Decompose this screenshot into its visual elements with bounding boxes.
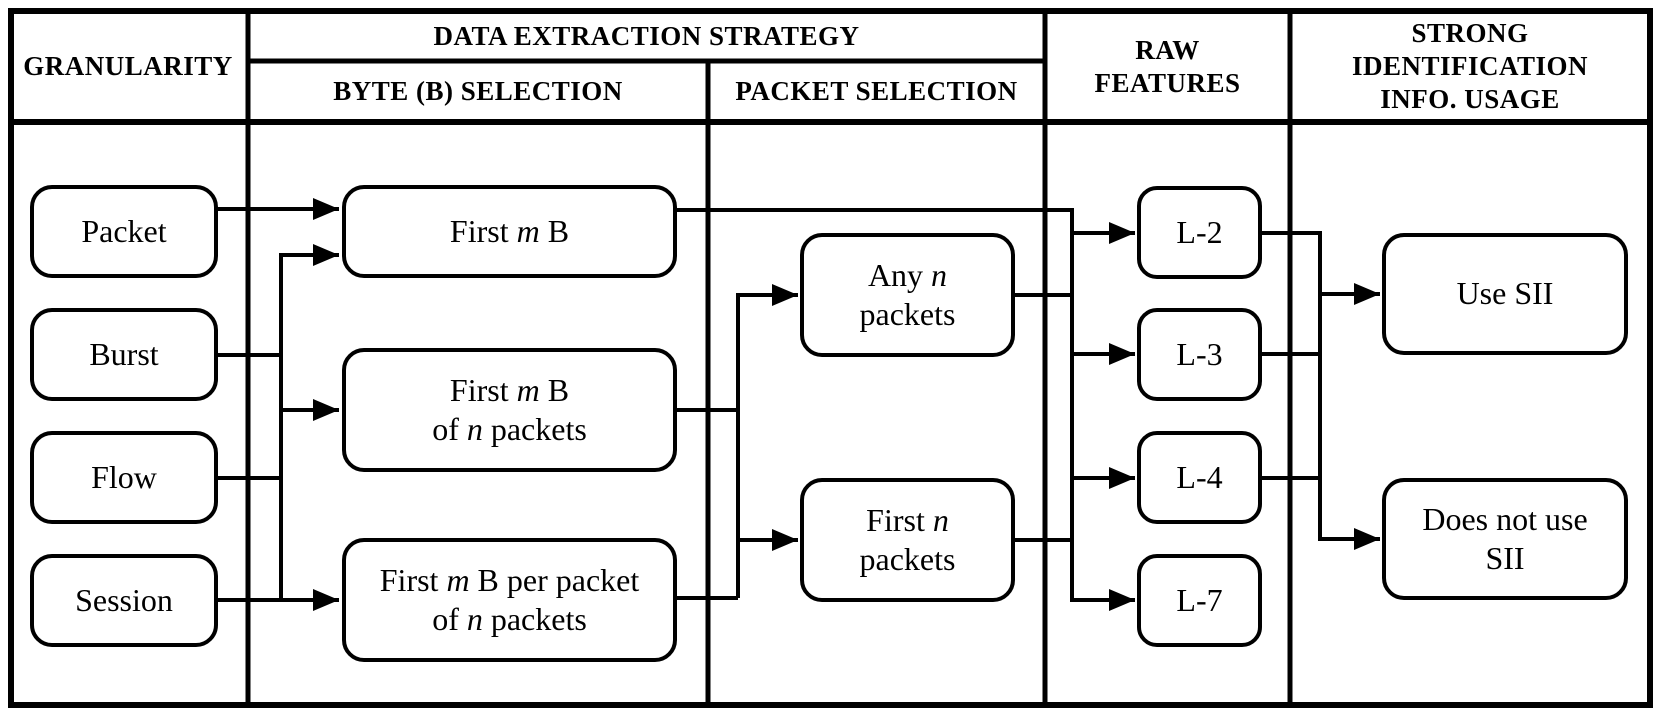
node-any-n-line2: packets [859, 296, 956, 332]
header-data-extraction-label: DATA EXTRACTION STRATEGY [433, 20, 860, 51]
node-any-n-line1: Any n [867, 256, 948, 293]
node-first-m-b-per-packet-of-n-packets: First m B per packet of n packets [342, 538, 677, 662]
bus-sii-with-arrow-to-does-not-use [1262, 231, 1380, 550]
header-strong-id-line1: STRONG [1411, 18, 1529, 49]
node-l7-label: L-7 [1176, 581, 1223, 618]
node-l4: L-4 [1137, 431, 1262, 524]
node-first-m-b-per-pkt-line1: First m B per packet [379, 561, 640, 598]
bus-raw-features-with-arrow-to-l7 [677, 208, 1135, 611]
node-flow-label: Flow [91, 458, 157, 495]
node-packet: Packet [30, 185, 218, 278]
node-l3: L-3 [1137, 308, 1262, 401]
node-first-n-line2: packets [859, 541, 956, 577]
node-packet-label: Packet [81, 212, 167, 249]
node-use-sii: Use SII [1382, 233, 1628, 355]
header-byte-selection-label: BYTE (B) SELECTION [333, 76, 623, 107]
node-first-m-b-of-n-line1: First m B [449, 371, 570, 408]
header-granularity-label: GRANULARITY [23, 51, 233, 82]
node-first-m-b: First m B [342, 185, 677, 278]
node-flow: Flow [30, 431, 218, 524]
node-session: Session [30, 554, 218, 647]
node-does-not-use-sii-line1: Does not use [1422, 500, 1588, 537]
header-data-extraction-strategy: DATA EXTRACTION STRATEGY [248, 11, 1045, 61]
header-packet-selection: PACKET SELECTION [708, 61, 1045, 122]
header-packet-selection-label: PACKET SELECTION [735, 76, 1018, 107]
header-raw-features-line2: FEATURES [1094, 67, 1241, 98]
header-strong-id-usage: STRONG IDENTIFICATION INFO. USAGE [1290, 11, 1650, 122]
node-burst-label: Burst [89, 335, 159, 372]
node-does-not-use-sii: Does not use SII [1382, 478, 1628, 600]
bus-packet-selection-with-arrow-to-any-n [736, 284, 798, 598]
node-l2-label: L-2 [1176, 213, 1223, 250]
outer-border [8, 8, 1653, 708]
node-first-m-b-per-pkt-line2: of n packets [432, 601, 587, 637]
node-use-sii-label: Use SII [1456, 275, 1554, 312]
node-l7: L-7 [1137, 554, 1262, 647]
node-any-n-packets: Any n packets [800, 233, 1015, 357]
node-l4-label: L-4 [1176, 458, 1223, 495]
node-does-not-use-sii-line2: SII [1485, 540, 1525, 576]
node-l3-label: L-3 [1176, 335, 1223, 372]
bus-granularity-with-arrow-to-first-m-b [279, 244, 339, 600]
node-burst: Burst [30, 308, 218, 401]
node-first-n-line1: First n [866, 501, 949, 538]
header-strong-id-line3: INFO. USAGE [1380, 83, 1560, 114]
node-first-m-b-of-n-packets: First m B of n packets [342, 348, 677, 472]
node-first-m-b-of-n-line2: of n packets [432, 411, 587, 447]
header-raw-features: RAW FEATURES [1045, 11, 1290, 122]
header-strong-id-line2: IDENTIFICATION [1351, 51, 1589, 82]
header-raw-features-line1: RAW [1135, 34, 1200, 65]
node-l2: L-2 [1137, 186, 1262, 279]
node-first-n-packets: First n packets [800, 478, 1015, 602]
header-byte-selection: BYTE (B) SELECTION [248, 61, 708, 122]
header-granularity: GRANULARITY [11, 11, 245, 122]
node-session-label: Session [75, 581, 173, 618]
node-first-m-b-label: First m B [449, 212, 570, 249]
